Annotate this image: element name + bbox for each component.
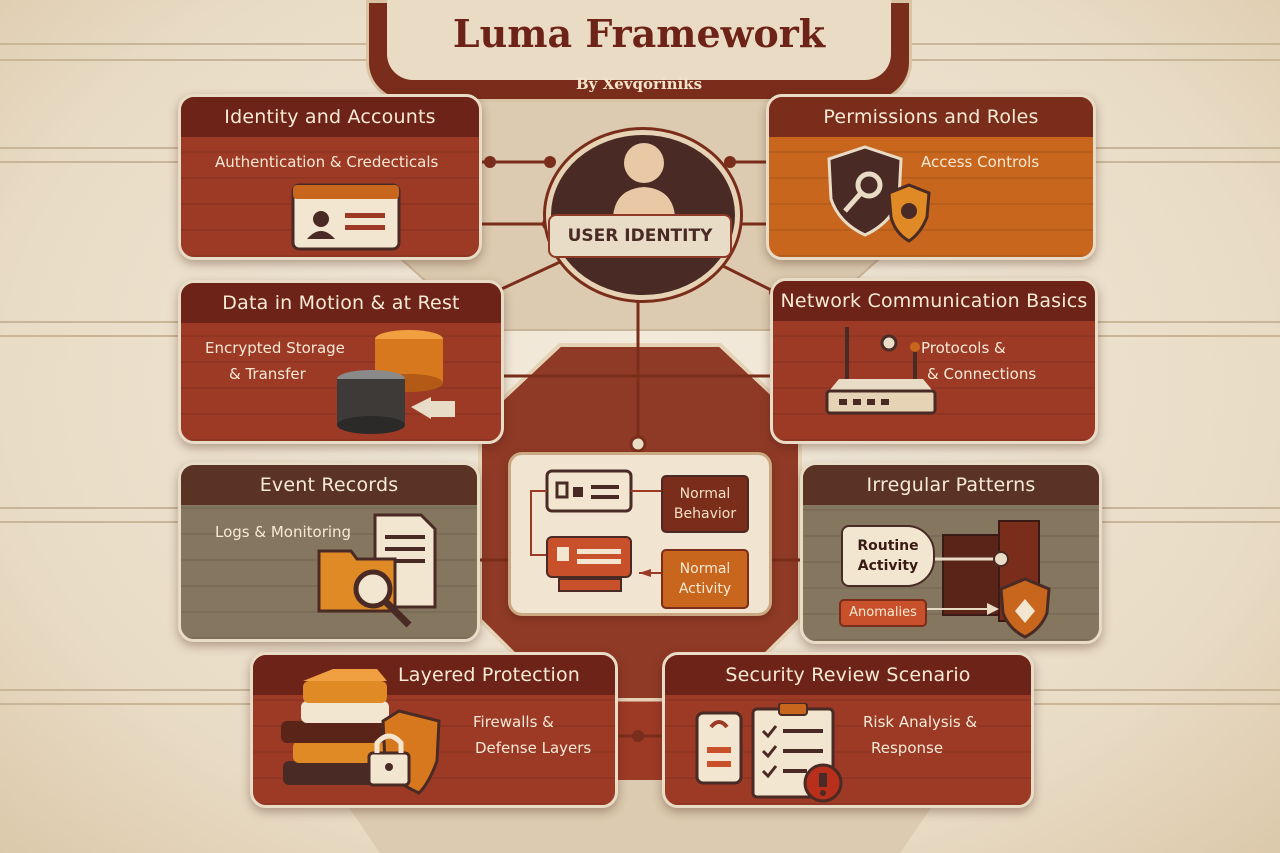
database-icon xyxy=(337,330,455,434)
title-plate xyxy=(387,0,891,80)
panel-network-sub2: & Connections xyxy=(927,365,1037,383)
panel-irregular-title: Irregular Patterns xyxy=(803,465,1099,505)
router-icon xyxy=(825,327,937,415)
panel-layered-sub2: Defense Layers xyxy=(475,739,592,757)
brick-texture xyxy=(769,137,1093,257)
panel-review-title: Security Review Scenario xyxy=(665,655,1031,695)
panel-data-title: Data in Motion & at Rest xyxy=(181,283,501,323)
page-title: Luma Framework xyxy=(452,11,826,56)
panel-review: Security Review Scenario Risk Analysis &… xyxy=(662,652,1034,808)
panel-permissions-sub: Access Controls xyxy=(921,153,1040,171)
panel-network-title: Network Communication Basics xyxy=(773,281,1095,321)
panel-events: Event Records Logs & Monitoring xyxy=(178,462,480,642)
panel-events-title: Event Records xyxy=(181,465,477,505)
panel-data: Data in Motion & at Rest Encrypted Stora… xyxy=(178,280,504,444)
routine-line2: Activity xyxy=(857,558,919,574)
shield-key-icon xyxy=(827,145,931,243)
panel-identity-title: Identity and Accounts xyxy=(181,97,479,137)
normal-behavior-line1: Normal xyxy=(679,486,731,502)
flow-graphics xyxy=(530,469,661,592)
panel-permissions-title: Permissions and Roles xyxy=(769,97,1093,137)
brick-texture xyxy=(773,321,1095,441)
panel-network-sub1: Protocols & xyxy=(921,339,1006,357)
files-magnifier-icon xyxy=(317,513,437,628)
normal-activity-line1: Normal xyxy=(679,561,731,577)
normal-activity-line2: Activity xyxy=(678,581,732,597)
panel-review-sub2: Response xyxy=(871,739,944,757)
panel-layered-sub1: Firewalls & xyxy=(473,713,554,731)
normal-behavior-line2: Behavior xyxy=(673,506,737,522)
user-identity-label: USER IDENTITY xyxy=(548,214,732,258)
title-banner: Luma Framework By Xevqoriniks xyxy=(366,0,912,102)
anomalies-tag: Anomalies xyxy=(839,599,927,627)
panel-permissions: Permissions and Roles Access Controls xyxy=(766,94,1096,260)
panel-data-sub2: & Transfer xyxy=(229,365,306,383)
clipboard-checklist-icon xyxy=(695,703,843,803)
routine-line1: Routine xyxy=(857,538,919,554)
panel-review-sub1: Risk Analysis & xyxy=(863,713,978,731)
panel-identity-sub: Authentication & Credecticals xyxy=(215,153,439,171)
layers-lock-icon xyxy=(281,669,441,795)
pattern-graphics xyxy=(923,520,1051,639)
panel-layered: Layered Protection Firewalls & Defense L… xyxy=(250,652,618,808)
panel-identity: Identity and Accounts Authentication & C… xyxy=(178,94,482,260)
panel-events-sub: Logs & Monitoring xyxy=(215,523,352,541)
user-icon xyxy=(613,143,675,217)
panel-data-sub1: Encrypted Storage xyxy=(205,339,345,357)
id-card-icon xyxy=(291,183,401,251)
byline: By Xevqoriniks xyxy=(575,75,703,93)
panel-network: Network Communication Basics Protocols &… xyxy=(770,278,1098,444)
